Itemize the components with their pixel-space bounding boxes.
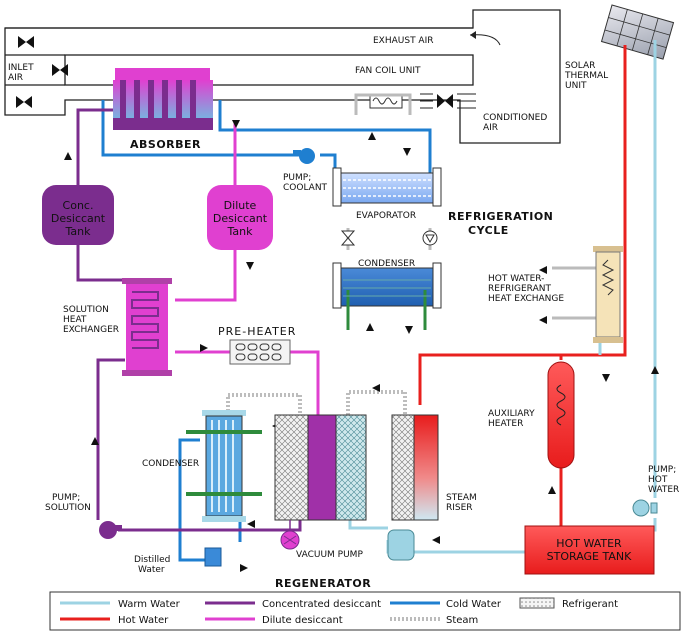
solution-pump-icon bbox=[99, 521, 122, 539]
distilled-water-label-1: Distilled bbox=[134, 555, 170, 565]
inlet-air-label-2: AIR bbox=[8, 73, 23, 83]
pump-coolant-label-1: PUMP; bbox=[283, 173, 311, 183]
pump-hot-water-label-3: WATER bbox=[648, 485, 679, 495]
hw-hx-label-1: HOT WATER- bbox=[488, 274, 544, 284]
solar-label-2: THERMAL bbox=[564, 71, 608, 81]
conc-tank-label-2: Desiccant bbox=[51, 212, 106, 225]
air-duct bbox=[4, 9, 561, 144]
fan-coil-unit-label: FAN COIL UNIT bbox=[355, 66, 421, 76]
solution-hx-label-2: HEAT bbox=[63, 315, 87, 325]
steam-riser-label-1: STEAM bbox=[446, 493, 477, 503]
compressor-icon bbox=[422, 230, 438, 246]
condenser-regenerator bbox=[186, 410, 262, 522]
conc-tank-label-1: Conc. bbox=[63, 199, 94, 212]
hw-hx-label-3: HEAT EXCHANGE bbox=[488, 294, 564, 304]
pre-heater-label: PRE-HEATER bbox=[218, 325, 296, 338]
solar-label-1: SOLAR bbox=[565, 61, 595, 71]
dilute-tank-label-2: Desiccant bbox=[213, 212, 268, 225]
conc-tank-label-3: Tank bbox=[65, 225, 92, 238]
legend-dilute: Dilute desiccant bbox=[262, 615, 343, 626]
hot-water-refrigerant-heat-exchanger bbox=[593, 246, 623, 343]
solution-hx-label-1: SOLUTION bbox=[63, 305, 109, 315]
solution-heat-exchanger bbox=[122, 278, 172, 376]
regenerator bbox=[274, 414, 367, 521]
exhaust-air-label: EXHAUST AIR bbox=[373, 36, 434, 46]
vacuum-pump-label: VACUUM PUMP bbox=[296, 550, 363, 560]
conditioned-air-label-2: AIR bbox=[483, 123, 498, 133]
condenser-top-label: CONDENSER bbox=[358, 259, 415, 269]
refrigeration-label-1: REFRIGERATION bbox=[448, 210, 553, 223]
fan-icon bbox=[52, 64, 68, 76]
vacuum-pump-icon bbox=[280, 520, 300, 550]
auxiliary-label-2: HEATER bbox=[488, 419, 523, 429]
pump-hot-water-label-1: PUMP; bbox=[648, 465, 676, 475]
auxiliary-label-1: AUXILIARY bbox=[488, 409, 535, 419]
evaporator bbox=[332, 167, 442, 207]
expansion-valve-icon bbox=[340, 230, 356, 246]
pre-heater bbox=[229, 339, 291, 365]
legend-concentrated: Concentrated desiccant bbox=[262, 599, 381, 610]
conditioned-air-arrows bbox=[420, 93, 476, 109]
hot-water-storage-tank bbox=[524, 525, 655, 575]
solution-hx-label-3: EXCHANGER bbox=[63, 325, 119, 335]
legend-swatch-refrigerant bbox=[519, 597, 555, 609]
absorber-label: ABSORBER bbox=[130, 138, 201, 151]
hw-hx-label-2: REFRIGERANT bbox=[488, 284, 551, 294]
steam-riser bbox=[391, 414, 439, 521]
dilute-desiccant-tank bbox=[207, 185, 273, 250]
concentrated-desiccant-pipes bbox=[76, 108, 302, 532]
pump-solution-label-2: SOLUTION bbox=[45, 503, 91, 513]
legend-hot-water: Hot Water bbox=[118, 615, 169, 626]
solar-panel-icon bbox=[600, 4, 675, 60]
dilute-tank-label-3: Tank bbox=[227, 225, 254, 238]
legend-warm-water: Warm Water bbox=[118, 599, 181, 610]
evaporator-label: EVAPORATOR bbox=[356, 211, 416, 221]
distilled-water-tank-icon bbox=[204, 547, 222, 567]
regenerator-label: REGENERATOR bbox=[275, 577, 371, 590]
condenser-bottom-label: CONDENSER bbox=[142, 459, 199, 469]
hot-water-tank-label-1: HOT WATER bbox=[556, 537, 622, 550]
auxiliary-heater bbox=[547, 361, 575, 469]
solar-label-3: UNIT bbox=[565, 81, 587, 91]
steam-pipes bbox=[226, 390, 407, 415]
pump-solution-label-1: PUMP; bbox=[52, 493, 80, 503]
condenser-refrigeration bbox=[332, 262, 442, 330]
steam-riser-label-2: RISER bbox=[446, 503, 473, 513]
dilute-tank-label-1: Dilute bbox=[224, 199, 257, 212]
fan-coil-icon bbox=[369, 93, 403, 109]
concentrated-desiccant-tank bbox=[42, 185, 114, 245]
steam-pump-icon bbox=[387, 529, 415, 561]
legend-cold-water: Cold Water bbox=[446, 599, 502, 610]
fan-icon bbox=[18, 36, 34, 48]
legend-steam: Steam bbox=[446, 615, 478, 626]
absorber bbox=[113, 68, 213, 130]
inlet-air-label-1: INLET bbox=[8, 63, 34, 73]
hot-water-pipes bbox=[418, 45, 627, 528]
coolant-pump-icon bbox=[293, 148, 315, 164]
conditioned-air-label-1: CONDITIONED bbox=[483, 113, 547, 123]
distilled-water-label-2: Water bbox=[138, 565, 165, 575]
legend bbox=[49, 591, 681, 631]
fan-icon bbox=[16, 96, 32, 108]
hot-water-tank-label-2: STORAGE TANK bbox=[547, 550, 632, 563]
dilute-desiccant-pipes bbox=[175, 120, 320, 415]
refrigeration-label-2: CYCLE bbox=[468, 224, 509, 237]
hot-water-pump-icon bbox=[632, 499, 658, 517]
legend-refrigerant: Refrigerant bbox=[562, 599, 618, 610]
fan-icon bbox=[437, 94, 453, 108]
pump-coolant-label-2: COOLANT bbox=[283, 183, 328, 193]
pump-hot-water-label-2: HOT bbox=[648, 475, 668, 485]
